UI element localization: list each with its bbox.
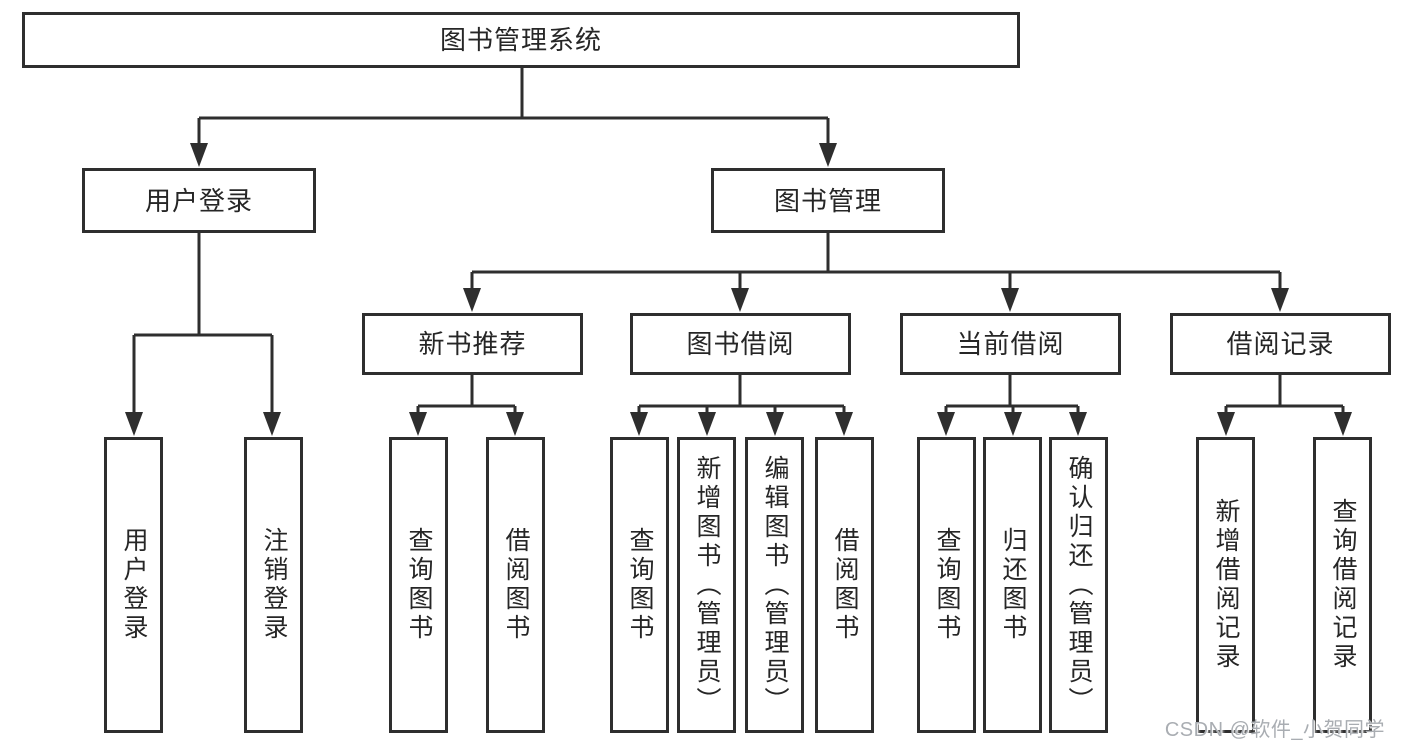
leaf-record-query-borrow-record: 查询借阅记录 [1313, 437, 1372, 733]
node-label: 用户登录 [144, 185, 253, 216]
node-label: 查询借阅记录 [1329, 498, 1357, 672]
leaf-borrow-edit-books-admin: 编辑图书（管理员） [745, 437, 804, 733]
leaf-borrow-borrow-books: 借阅图书 [815, 437, 874, 733]
node-label: 借阅图书 [831, 527, 859, 643]
leaf-newbook-borrow-books: 借阅图书 [486, 437, 545, 733]
node-label: 确认归还（管理员） [1065, 454, 1093, 716]
leaf-borrow-add-books-admin: 新增图书（管理员） [677, 437, 736, 733]
leaf-current-return-books: 归还图书 [983, 437, 1042, 733]
leaf-logout-login: 注销登录 [244, 437, 303, 733]
node-new-book-recommend: 新书推荐 [362, 313, 583, 375]
node-label: 借阅图书 [502, 527, 530, 643]
watermark-text: CSDN @软件_小贺同学 [1164, 719, 1385, 741]
leaf-record-add-borrow-record: 新增借阅记录 [1196, 437, 1255, 733]
node-label: 编辑图书（管理员） [761, 454, 789, 716]
node-book-borrowing: 图书借阅 [630, 313, 851, 375]
node-label: 新增借阅记录 [1212, 498, 1240, 672]
node-label: 图书管理 [773, 185, 882, 216]
node-borrowing-records: 借阅记录 [1170, 313, 1391, 375]
node-label: 图书借阅 [686, 329, 795, 359]
node-label: 查询图书 [933, 527, 961, 643]
node-book-management: 图书管理 [711, 168, 945, 233]
node-label: 查询图书 [626, 527, 654, 643]
leaf-user-login: 用户登录 [104, 437, 163, 733]
node-label: 注销登录 [260, 527, 288, 643]
node-label: 图书管理系统 [439, 25, 602, 55]
node-root: 图书管理系统 [22, 12, 1020, 68]
leaf-current-query-books: 查询图书 [917, 437, 976, 733]
leaf-borrow-query-books: 查询图书 [610, 437, 669, 733]
node-current-borrowing: 当前借阅 [900, 313, 1121, 375]
node-label: 查询图书 [405, 527, 433, 643]
node-label: 借阅记录 [1226, 329, 1335, 359]
node-label: 新书推荐 [418, 329, 527, 359]
node-label: 用户登录 [120, 527, 148, 643]
node-label: 归还图书 [999, 527, 1027, 643]
leaf-newbook-query-books: 查询图书 [389, 437, 448, 733]
node-label: 新增图书（管理员） [693, 454, 721, 716]
leaf-current-confirm-return-admin: 确认归还（管理员） [1049, 437, 1108, 733]
node-label: 当前借阅 [956, 329, 1065, 359]
node-user-login-group: 用户登录 [82, 168, 316, 233]
